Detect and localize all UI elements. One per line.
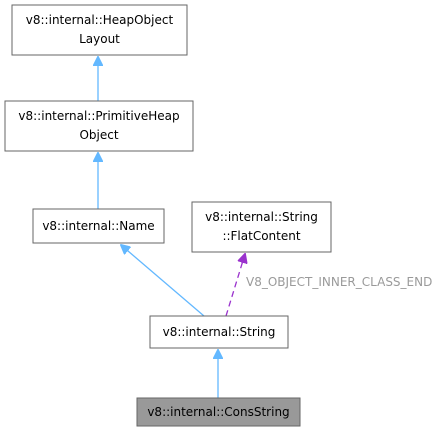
node-heap-object-layout-line1: v8::internal::HeapObject	[26, 13, 174, 27]
node-flat-content-line1: v8::internal::String	[205, 210, 318, 224]
node-flat-content-line2: ::FlatContent	[222, 229, 300, 243]
node-flat-content[interactable]: v8::internal::String ::FlatContent	[191, 201, 332, 253]
node-cons-string-line1: v8::internal::ConsString	[147, 405, 289, 419]
node-primitive-heap-object[interactable]: v8::internal::PrimitiveHeap Object	[4, 100, 194, 152]
node-string[interactable]: v8::internal::String	[149, 315, 289, 349]
edge-string-to-name	[121, 245, 205, 317]
node-name[interactable]: v8::internal::Name	[32, 208, 165, 244]
node-string-line1: v8::internal::String	[163, 325, 276, 339]
edge-label-inner-class-end: V8_OBJECT_INNER_CLASS_END	[246, 275, 432, 289]
node-primitive-heap-object-line2: Object	[79, 128, 118, 142]
edge-string-to-flatcontent	[225, 254, 245, 317]
node-heap-object-layout-line2: Layout	[79, 32, 120, 46]
node-primitive-heap-object-line1: v8::internal::PrimitiveHeap	[18, 109, 179, 123]
node-heap-object-layout[interactable]: v8::internal::HeapObject Layout	[11, 4, 188, 56]
node-cons-string[interactable]: v8::internal::ConsString	[136, 397, 301, 427]
node-name-line1: v8::internal::Name	[42, 219, 154, 233]
